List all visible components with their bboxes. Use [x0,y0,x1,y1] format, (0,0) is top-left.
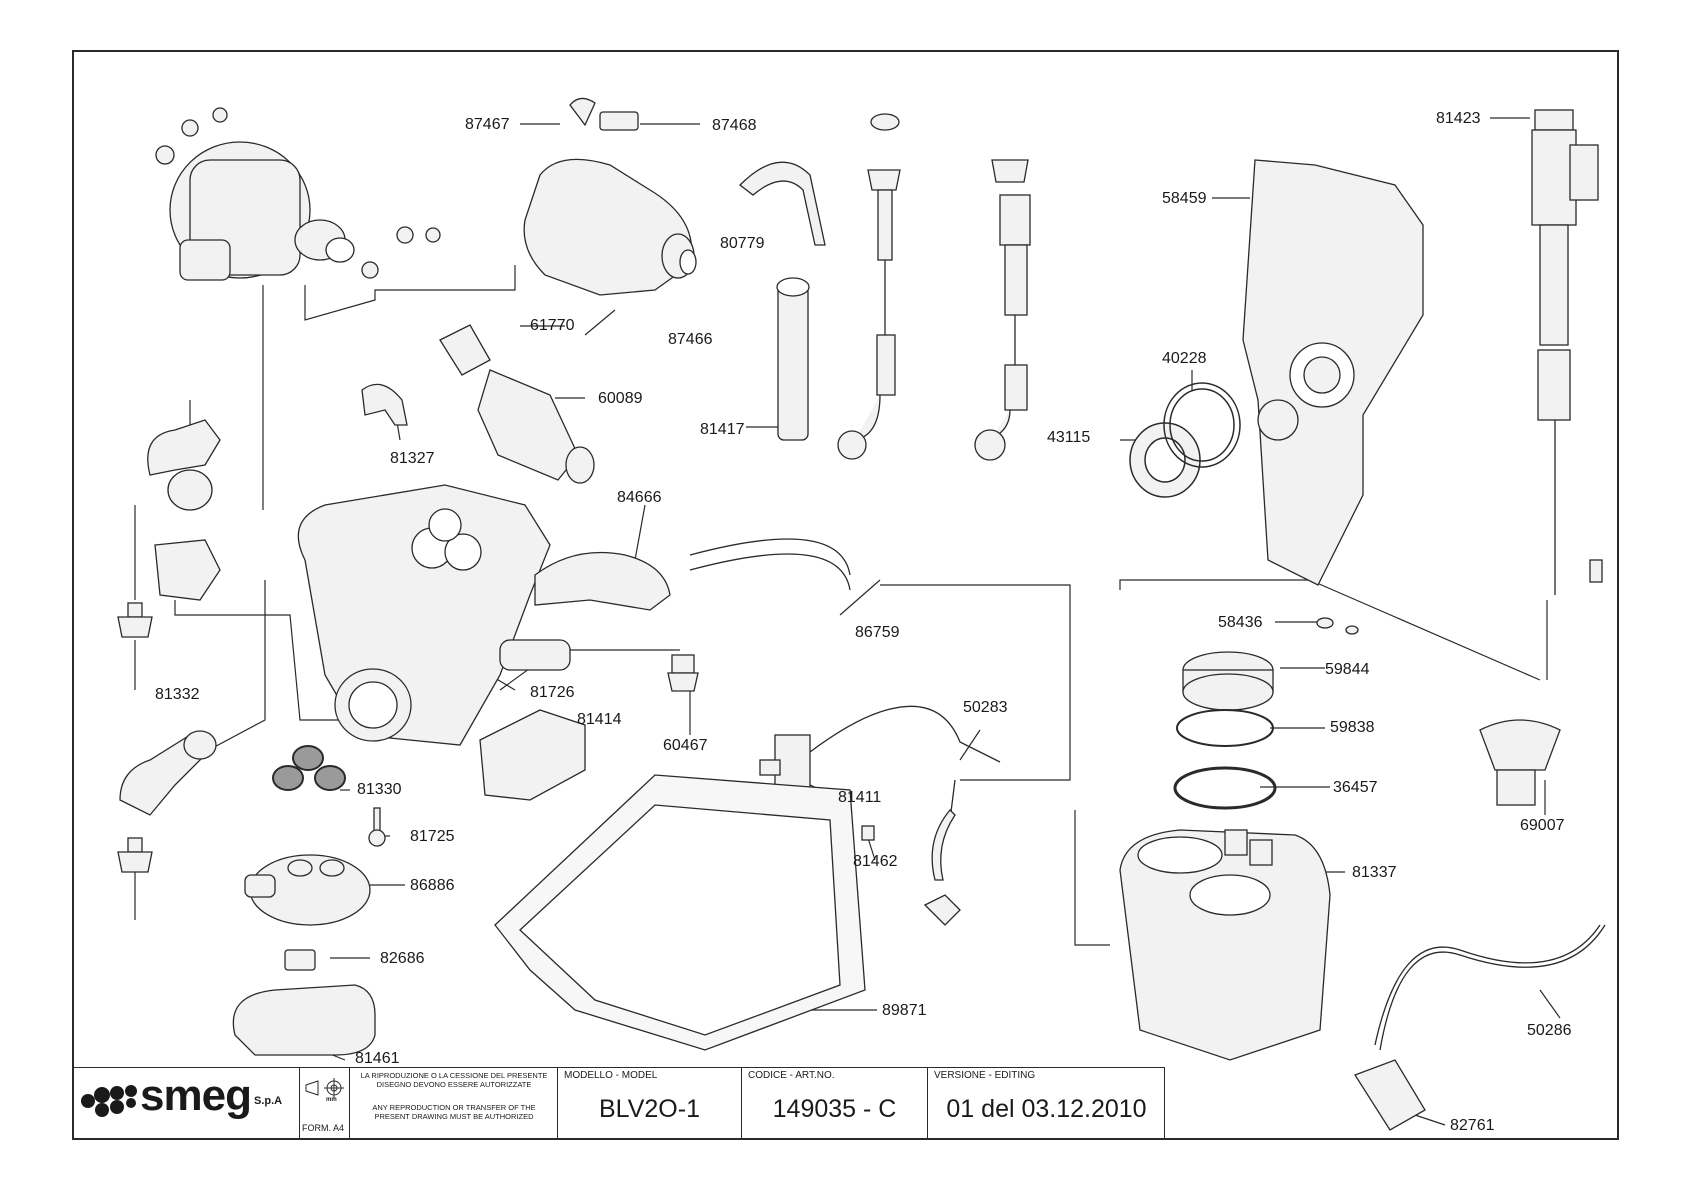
brand-name: smeg [140,1071,252,1120]
base-frame [494,774,961,1051]
part-label-40228: 40228 [1162,350,1207,367]
part-label-81726: 81726 [530,684,575,701]
title-block-border [72,1067,1165,1140]
part-label-36457: 36457 [1333,779,1378,796]
form-label: FORM. A4 [302,1123,345,1133]
projection-symbol-icon [305,1078,344,1099]
code-value: 149035 - C [772,1095,897,1123]
model-cell: MODELLO - MODEL BLV2O-1 [558,1067,742,1138]
drawing-frame [72,50,1619,1140]
notice-italian: LA RIPRODUZIONE O LA CESSIONE DEL PRESEN… [360,1071,548,1089]
salt-container [1119,617,1359,1061]
model-heading: MODELLO - MODEL [564,1070,658,1081]
part-label-87467: 87467 [465,116,510,133]
sump-assembly [297,484,851,801]
part-label-50286: 50286 [1527,1022,1572,1039]
part-label-69007: 69007 [1520,817,1565,834]
unit-label: mm [326,1097,337,1103]
model-value: BLV2O-1 [599,1095,700,1123]
notice-english: ANY REPRODUCTION OR TRANSFER OF THE PRES… [372,1103,536,1121]
part-label-81330: 81330 [357,781,402,798]
part-label-86759: 86759 [855,624,900,641]
company-suffix: S.p.A [254,1095,283,1107]
part-label-81461: 81461 [355,1050,400,1067]
part-label-89871: 89871 [882,1002,927,1019]
part-label-81332: 81332 [155,686,200,703]
part-label-81417: 81417 [700,421,745,438]
part-label-58459: 58459 [1162,190,1207,207]
part-label-86886: 86886 [410,877,455,894]
part-label-59844: 59844 [1325,661,1370,678]
part-label-81414: 81414 [577,711,622,728]
part-label-80779: 80779 [720,235,765,252]
version-heading: VERSIONE - EDITING [934,1070,1036,1081]
part-label-58436: 58436 [1218,614,1263,631]
part-label-61770: 61770 [530,317,575,334]
smeg-dots-logo [81,1085,137,1117]
part-label-81411: 81411 [838,789,882,806]
part-label-82686: 82686 [380,950,425,967]
part-label-87468: 87468 [712,117,757,134]
version-value: 01 del 03.12.2010 [946,1095,1147,1123]
wash-pump-assembly [155,107,441,281]
brand-cell: smeg S.p.A [72,1067,300,1138]
part-label-81327: 81327 [390,450,435,467]
part-label-60467: 60467 [663,737,708,754]
part-label-82761: 82761 [1450,1117,1495,1134]
drain-pump [523,97,697,296]
part-label-60089: 60089 [598,390,643,407]
version-cell: VERSIONE - EDITING 01 del 03.12.2010 [928,1067,1165,1138]
notice-cell: LA RIPRODUZIONE O LA CESSIONE DEL PRESEN… [350,1067,558,1138]
code-cell: CODICE - ART.NO. 149035 - C [742,1067,928,1138]
part-label-50283: 50283 [963,699,1008,716]
part-label-81423: 81423 [1436,110,1481,127]
part-label-87466: 87466 [668,331,713,348]
part-label-81337: 81337 [1352,864,1397,881]
code-heading: CODICE - ART.NO. [748,1070,835,1081]
part-label-81725: 81725 [410,828,455,845]
projection-cell: mm FORM. A4 [300,1067,350,1138]
part-label-59838: 59838 [1330,719,1375,736]
part-label-84666: 84666 [617,489,662,506]
part-label-81462: 81462 [853,853,898,870]
title-block: smeg S.p.A mm FORM. A4 LA RIPRODUZIONE O… [72,1067,1165,1140]
part-label-43115: 43115 [1047,429,1091,446]
